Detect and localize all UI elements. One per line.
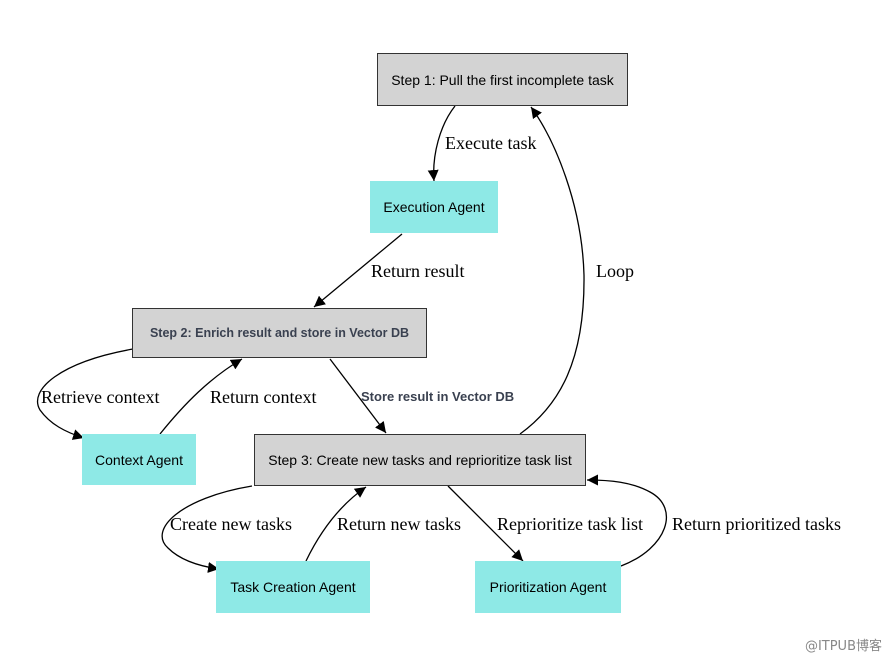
edge-return-result [313, 233, 403, 308]
task-creation-agent-node: Task Creation Agent [216, 561, 370, 613]
edge-label-loop: Loop [596, 261, 634, 281]
edge-loop [519, 106, 585, 435]
edge-label-return-context: Return context [210, 387, 317, 407]
edge-return-context [159, 358, 243, 435]
step1-node: Step 1: Pull the first incomplete task [377, 53, 628, 106]
execution-agent-node: Execution Agent [370, 181, 498, 233]
edge-return-prioritized [586, 474, 667, 567]
step2-node: Step 2: Enrich result and store in Vecto… [132, 308, 427, 358]
prioritization-agent-node: Prioritization Agent [475, 561, 621, 613]
edge-label-create-new-tasks: Create new tasks [170, 514, 292, 534]
edge-execute-task [427, 105, 456, 182]
edge-create-new-tasks [161, 485, 253, 573]
edge-store-result [329, 358, 387, 434]
step3-node: Step 3: Create new tasks and reprioritiz… [254, 434, 586, 486]
context-agent-node: Context Agent [82, 434, 196, 485]
watermark: @ITPUB博客 [804, 639, 882, 654]
edge-return-new-tasks [305, 486, 367, 562]
edge-reprioritize [447, 485, 524, 562]
edge-label-return-prioritized: Return prioritized tasks [672, 514, 841, 534]
edge-retrieve-context [37, 348, 134, 440]
edge-label-retrieve-context: Retrieve context [41, 387, 160, 407]
edge-label-return-new-tasks: Return new tasks [337, 514, 461, 534]
edge-label-execute-task: Execute task [445, 133, 537, 153]
edge-label-store-result: Store result in Vector DB [361, 389, 515, 404]
edge-label-return-result: Return result [371, 261, 465, 281]
edge-label-reprioritize: Reprioritize task list [497, 514, 643, 534]
